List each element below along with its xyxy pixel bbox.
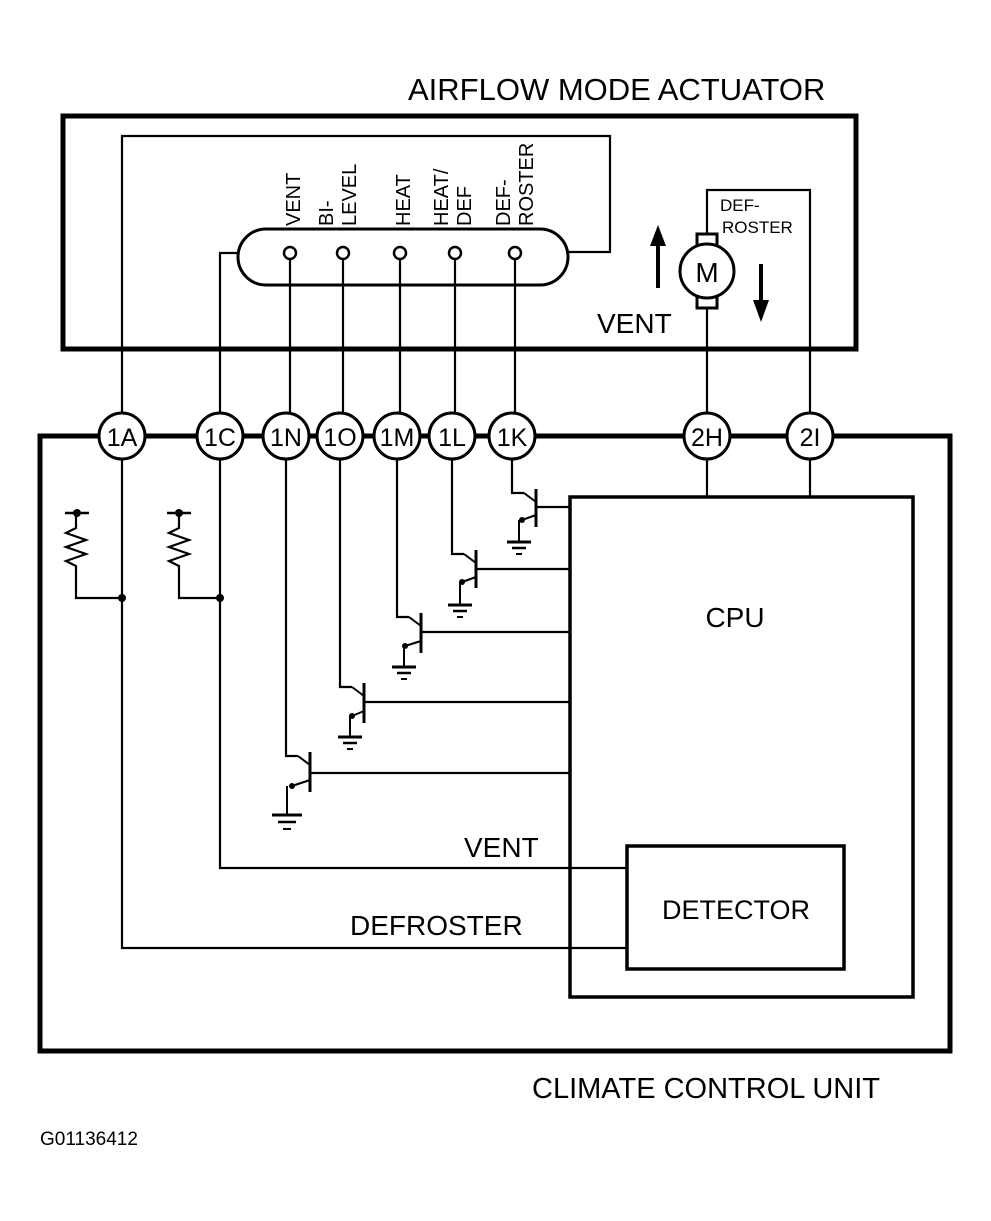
mode-label-defroster: DEF- ROSTER (493, 143, 538, 226)
svg-text:BI-: BI- (316, 200, 338, 226)
connector-1c: 1C (195, 411, 245, 461)
svg-text:DEF-: DEF- (493, 179, 515, 226)
ground-icon (338, 716, 362, 750)
cpu-box (568, 495, 915, 999)
transistor-icon (289, 752, 312, 792)
mode-label-bilevel: BI- LEVEL (316, 164, 361, 226)
svg-text:1A: 1A (107, 424, 138, 452)
ground-icon (272, 786, 302, 830)
motor-defroster-label: DEF- ROSTER (720, 196, 793, 237)
svg-text:HEAT/: HEAT/ (431, 168, 453, 226)
motor-icon: M (678, 232, 736, 310)
resistor-icon (62, 509, 90, 570)
ground-icon (392, 646, 416, 680)
svg-text:1N: 1N (270, 424, 302, 452)
connector-1l: 1L (427, 411, 477, 461)
ccu-title: CLIMATE CONTROL UNIT (532, 1073, 880, 1105)
figure-id: G01136412 (40, 1129, 138, 1150)
transistor-icon (349, 683, 366, 723)
actuator-wiring (120, 134, 812, 420)
svg-text:DEF: DEF (454, 186, 476, 226)
detector-label: DETECTOR (662, 895, 810, 925)
svg-text:HEAT: HEAT (393, 174, 415, 226)
connector-2i: 2I (785, 411, 835, 461)
svg-text:VENT: VENT (283, 173, 305, 226)
svg-text:1C: 1C (204, 424, 236, 452)
arrow-down-icon (753, 264, 769, 322)
svg-text:1M: 1M (380, 424, 415, 452)
svg-text:2I: 2I (800, 424, 821, 452)
connector-1n: 1N (261, 411, 311, 461)
svg-text:M: M (695, 257, 718, 288)
connector-1k: 1K (487, 411, 537, 461)
svg-text:LEVEL: LEVEL (339, 164, 361, 226)
arrow-up-icon (650, 225, 666, 288)
actuator-title: AIRFLOW MODE ACTUATOR (408, 72, 825, 107)
ccu-vent-label: VENT (464, 832, 539, 863)
connector-1o: 1O (315, 411, 365, 461)
cpu-label: CPU (705, 602, 764, 633)
svg-text:1O: 1O (323, 424, 356, 452)
ccu-defroster-label: DEFROSTER (350, 910, 523, 941)
actuator-box (60, 113, 859, 352)
transistor-icon (519, 489, 538, 527)
svg-text:1L: 1L (438, 424, 466, 452)
mode-label-heat: HEAT (393, 174, 415, 226)
mode-label-vent: VENT (283, 173, 305, 226)
transistor-icon (459, 550, 478, 588)
svg-text:ROSTER: ROSTER (722, 218, 793, 237)
ground-icon (448, 582, 472, 618)
connector-1m: 1M (372, 411, 422, 461)
svg-text:ROSTER: ROSTER (516, 143, 538, 226)
connector-2h: 2H (682, 411, 732, 461)
ccu-wiring (74, 459, 812, 950)
detector-box (625, 844, 846, 971)
resistor-icon (165, 509, 193, 570)
connector-1a: 1A (97, 411, 147, 461)
actuator-vent-label: VENT (597, 308, 672, 339)
mode-label-heat-def: HEAT/ DEF (431, 168, 476, 226)
svg-text:DEF-: DEF- (720, 196, 760, 215)
svg-text:2H: 2H (691, 424, 723, 452)
ground-icon (507, 520, 531, 555)
svg-text:1K: 1K (497, 424, 528, 452)
